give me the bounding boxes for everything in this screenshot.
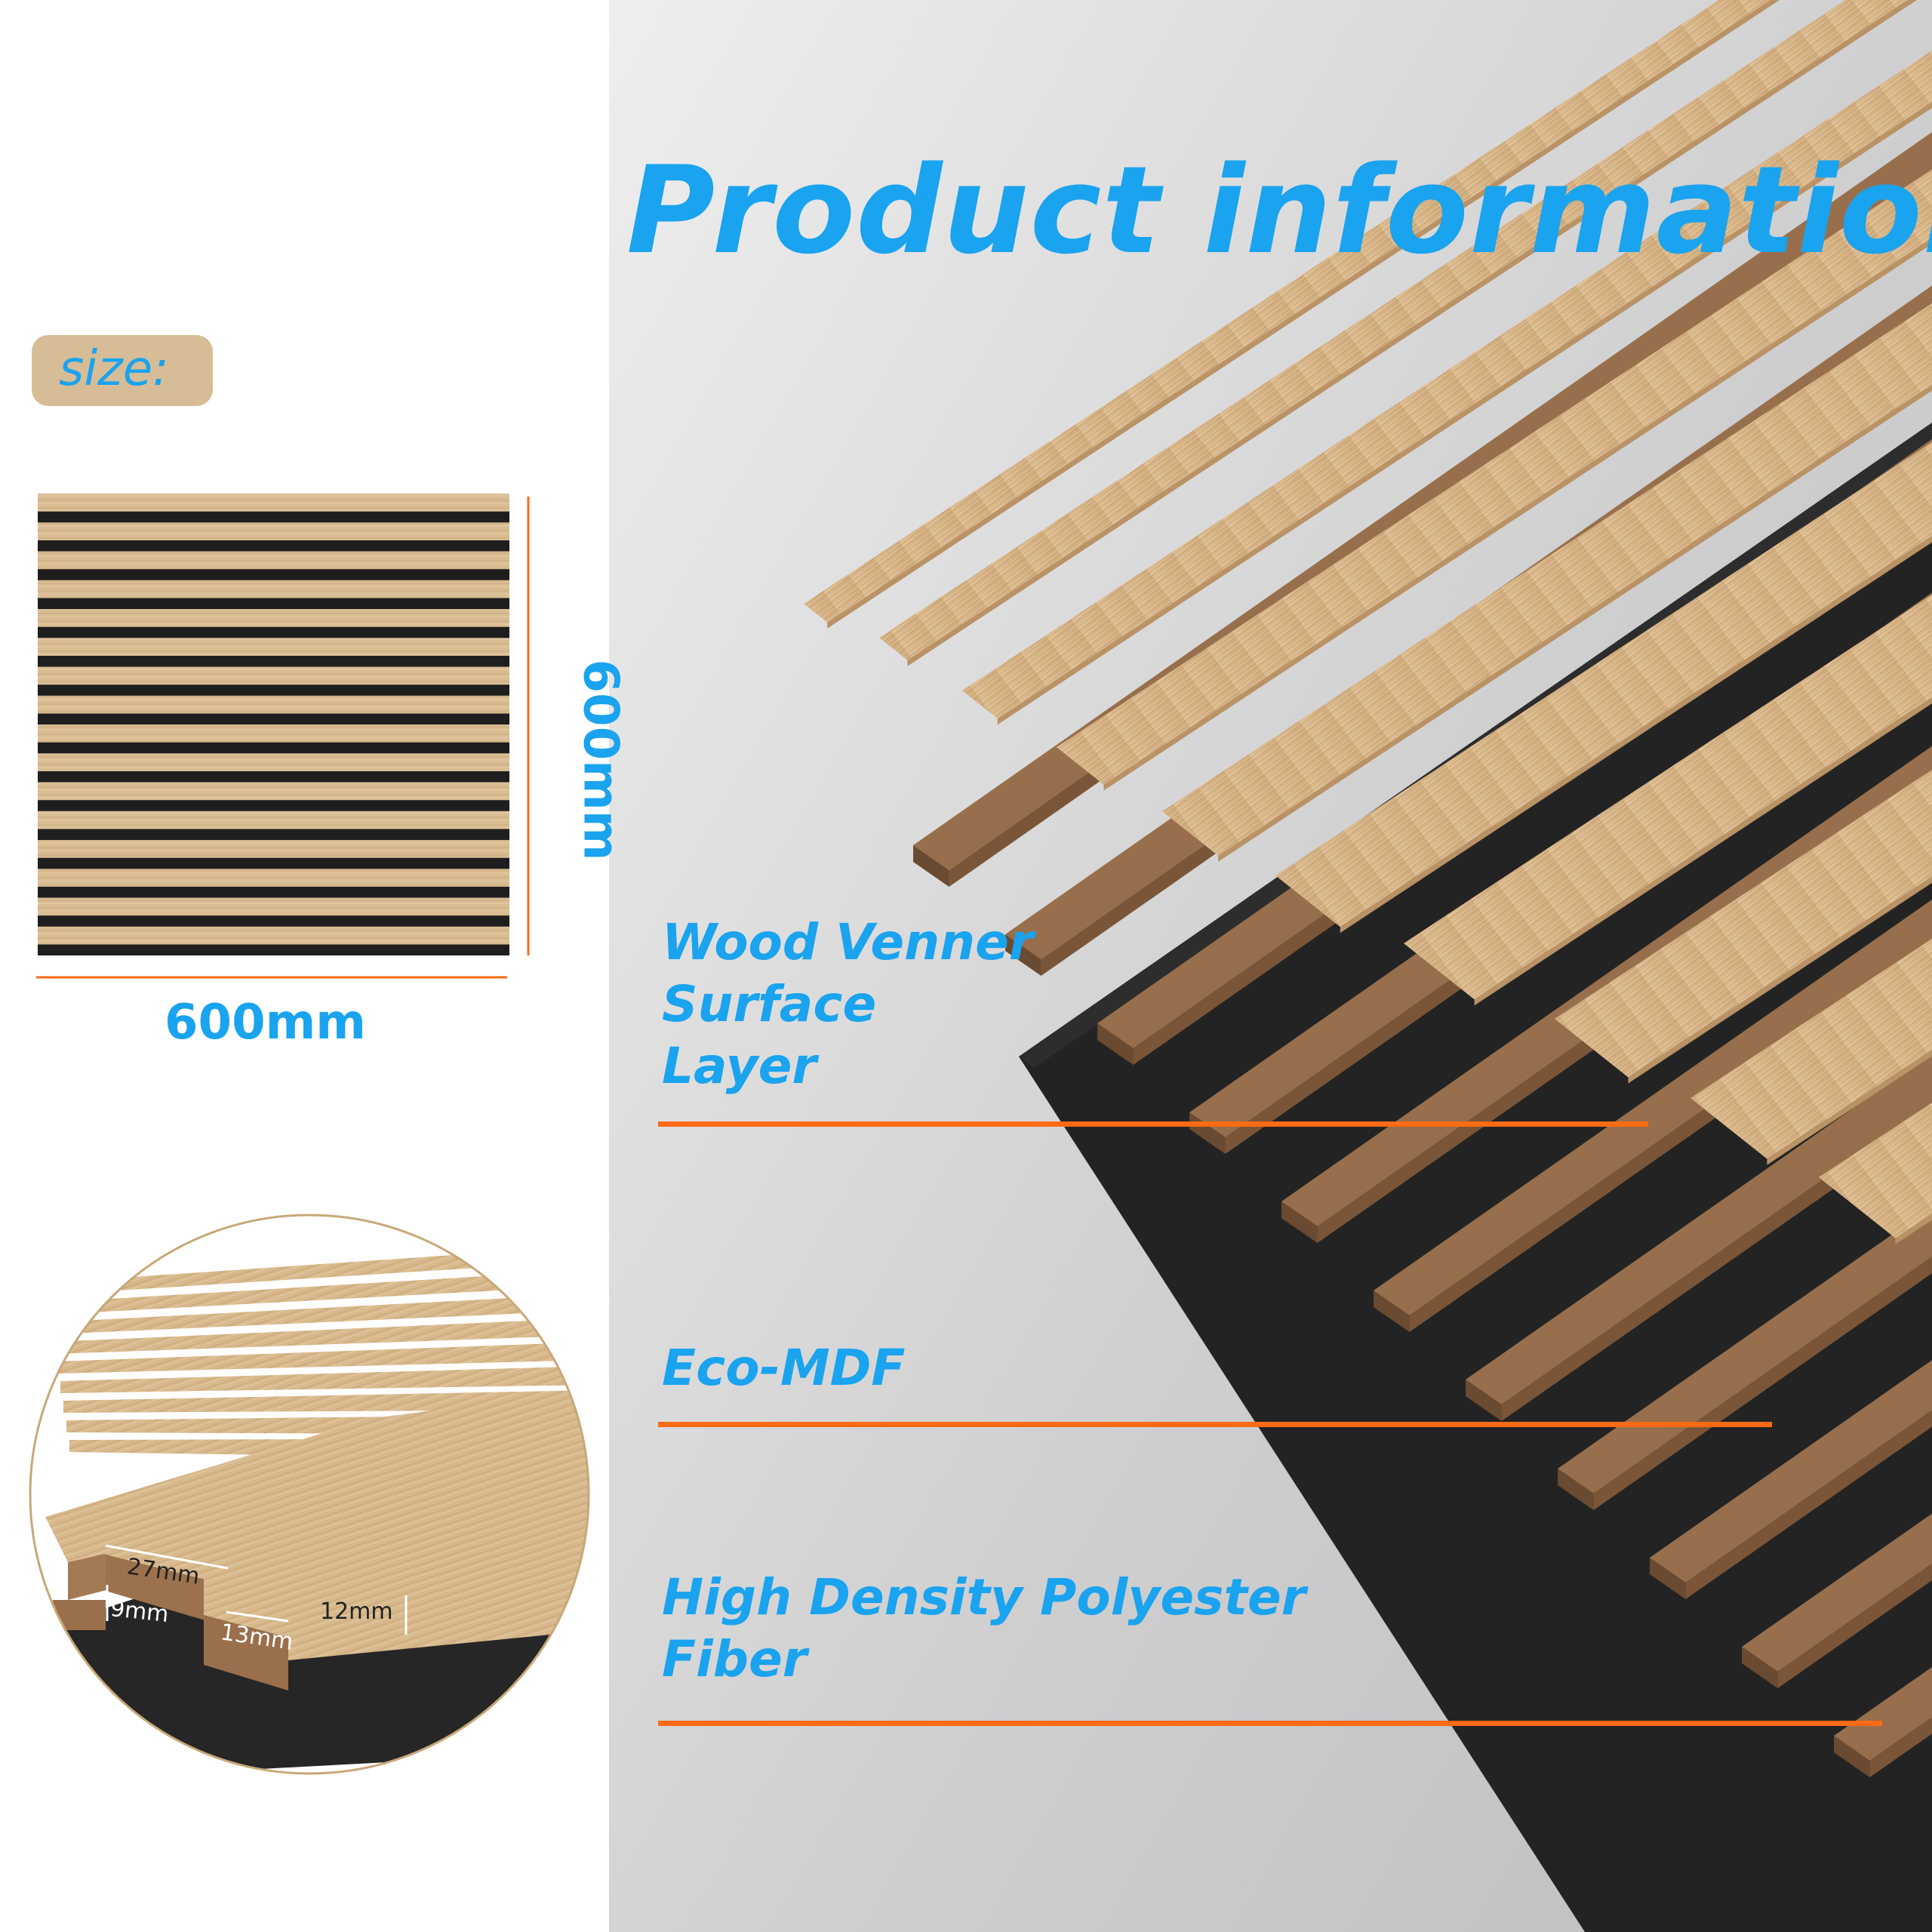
mdf-slat-end <box>1374 1291 1410 1333</box>
panel-slat <box>38 897 509 916</box>
panel-slat <box>38 494 509 512</box>
veneer-line-1: Wood Venner <box>662 913 1034 971</box>
veneer-strip <box>1057 169 1932 785</box>
veneer-strip-edge <box>1628 876 1932 1084</box>
panel-slat <box>38 522 509 540</box>
mdf-slat-end <box>1281 1201 1318 1244</box>
panel-front-view <box>36 494 530 979</box>
veneer-strip <box>1162 303 1932 856</box>
mdf-slat-side <box>1869 1717 1932 1778</box>
mdf-slat-top <box>1558 1206 1932 1494</box>
veneer-line-2: Surface <box>662 975 877 1033</box>
panel-slat <box>38 638 509 656</box>
panel-slat <box>38 753 509 771</box>
mdf-slat-end <box>1097 1023 1134 1066</box>
mdf-line-1: Eco-MDF <box>662 1339 906 1397</box>
panel-slat <box>38 782 509 801</box>
panel-slat <box>38 551 509 570</box>
slat-detail-circle <box>29 1214 590 1775</box>
mdf-slat-top <box>1374 900 1932 1316</box>
detail-slat-end <box>53 1600 106 1630</box>
mdf-slat-end <box>1650 1558 1686 1600</box>
detail-slat <box>75 1411 589 1585</box>
panel-slat <box>38 926 509 945</box>
veneer-strip <box>1275 441 1932 928</box>
exploded-layers-graphic <box>804 0 1932 1932</box>
veneer-strip <box>1690 938 1932 1159</box>
detail-slat-end <box>204 1615 288 1690</box>
veneer-strip <box>1404 595 1932 1000</box>
mdf-slat-side <box>1777 1563 1932 1689</box>
panel-slat <box>38 695 509 714</box>
layer-label-mdf: Eco-MDF <box>662 1337 906 1399</box>
veneer-underline <box>658 1121 1648 1127</box>
detail-slat-far <box>48 1269 589 1315</box>
mdf-slat-top <box>1742 1513 1932 1672</box>
page-title: Product information <box>626 140 1932 281</box>
slat-thickness-label: 12mm <box>320 1598 393 1625</box>
veneer-strip <box>804 0 1770 623</box>
layer-label-fiber: High Density Polyester Fiber <box>662 1567 1306 1690</box>
veneer-strip-edge <box>1218 384 1932 862</box>
detail-slats <box>45 1245 589 1690</box>
veneer-strip-edge <box>1103 238 1932 791</box>
panel-slat <box>38 811 509 829</box>
mdf-slat-side <box>1593 1257 1932 1511</box>
veneer-strip-edge <box>1340 536 1932 934</box>
veneer-strip-edge <box>1474 697 1932 1006</box>
mdf-slat-top <box>1834 1667 1932 1761</box>
panel-slats <box>38 494 509 945</box>
detail-slat-end <box>106 1555 228 1627</box>
detail-slat-far <box>57 1342 589 1374</box>
width-dimension-label: 600mm <box>165 995 366 1051</box>
panel-slat <box>38 666 509 685</box>
panel-slat <box>38 580 509 598</box>
veneer-strip-edge <box>907 0 1917 666</box>
mdf-slat-top <box>1466 1053 1932 1405</box>
mdf-slat-side <box>1501 1103 1932 1422</box>
mdf-slat-top <box>1650 1360 1932 1583</box>
fiber-line-2: Fiber <box>662 1630 808 1688</box>
veneer-strip-edge <box>997 101 1932 725</box>
mdf-slat-end <box>913 845 949 888</box>
mdf-slat-end <box>1005 934 1041 977</box>
veneer-line-3: Layer <box>662 1037 817 1095</box>
layer-label-veneer: Wood Venner Surface Layer <box>662 912 1033 1097</box>
height-dimension-label: 600mm <box>572 659 629 861</box>
size-badge <box>32 335 213 406</box>
veneer-strip-edge <box>1895 1214 1932 1244</box>
panel-slat <box>38 840 509 858</box>
mdf-slat-end <box>1466 1380 1502 1422</box>
veneer-strips <box>804 0 1932 1244</box>
mdf-slat-end <box>1558 1469 1594 1511</box>
layer-illustration <box>609 0 1932 1932</box>
detail-slat <box>288 1524 589 1660</box>
detail-slat-far <box>60 1366 589 1393</box>
veneer-strip <box>962 50 1932 719</box>
detail-slat-far <box>54 1318 589 1354</box>
panel-slat <box>38 724 509 743</box>
veneer-strip-edge <box>827 0 1780 629</box>
mdf-slat-end <box>1834 1736 1870 1778</box>
size-label: size: <box>59 341 169 397</box>
panel-slat <box>38 869 509 887</box>
veneer-strip <box>879 0 1908 660</box>
detail-circle-border <box>29 1214 590 1775</box>
mdf-slat-side <box>1685 1410 1932 1600</box>
veneer-strip <box>1819 1103 1932 1238</box>
mdf-slat-end <box>1742 1647 1778 1689</box>
veneer-strip <box>1555 770 1932 1078</box>
detail-slat-far <box>51 1294 589 1334</box>
veneer-strip-edge <box>1767 1050 1932 1165</box>
fiber-line-1: High Density Polyester <box>662 1568 1306 1626</box>
mdf-underline <box>658 1422 1772 1427</box>
panel-slat <box>38 609 509 627</box>
fiber-underline <box>658 1721 1882 1726</box>
